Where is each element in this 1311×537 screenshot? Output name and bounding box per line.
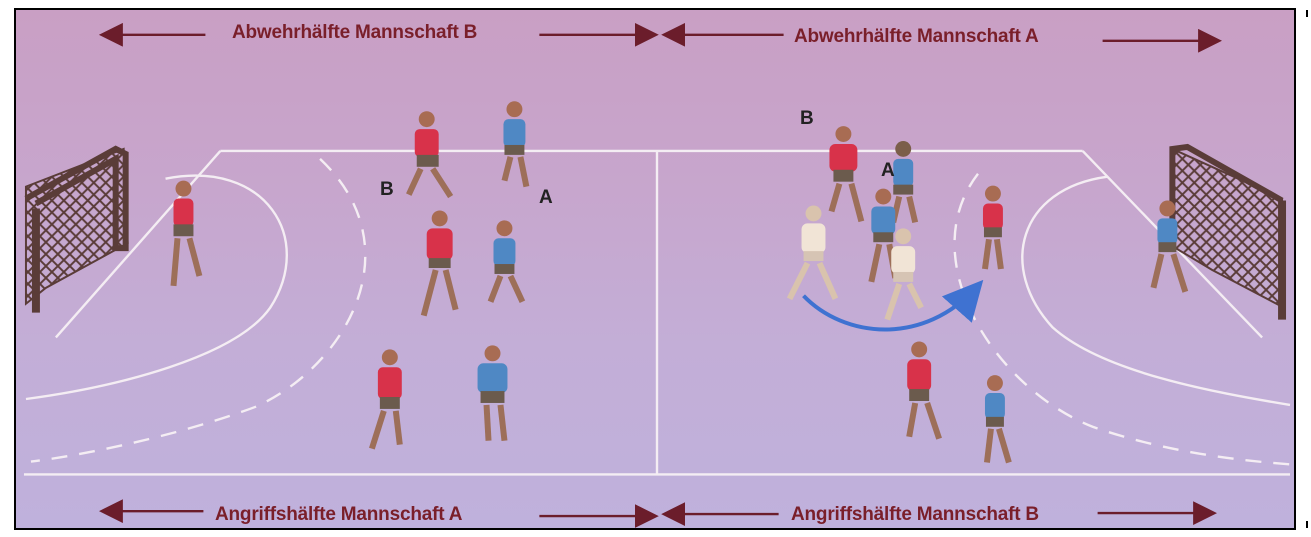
direction-arrows	[104, 35, 1218, 516]
player-blue-top-left	[503, 101, 526, 186]
player-blue-bottom-right	[985, 375, 1009, 462]
player-red-bottom-right	[907, 341, 939, 438]
marker-left-a: A	[539, 187, 553, 209]
bottom-right-edge-tick	[1306, 521, 1308, 528]
label-bottom-left: Angriffshälfte Mannschaft A	[215, 504, 462, 526]
player-white-left	[790, 205, 836, 298]
player-blue-top-right	[893, 141, 915, 222]
court-drawing	[16, 10, 1294, 528]
marker-right-b: B	[800, 108, 814, 130]
handball-court-diagram: Abwehrhälfte Mannschaft B Abwehrhälfte M…	[14, 8, 1296, 530]
players	[174, 101, 1186, 462]
player-red-bottom-left	[372, 349, 402, 448]
player-blue-middle-left	[491, 220, 523, 301]
player-red-right	[983, 186, 1003, 269]
top-right-edge-tick	[1306, 10, 1308, 17]
label-top-right: Abwehrhälfte Mannschaft A	[794, 26, 1039, 48]
player-red-middle-left	[424, 210, 456, 315]
marker-left-b: B	[380, 179, 394, 201]
player-red-top-right	[829, 126, 861, 221]
right-goal	[1172, 147, 1284, 320]
marker-right-a: A	[881, 160, 895, 182]
left-goal	[26, 149, 128, 313]
court-lines	[24, 151, 1292, 475]
player-red-top-left	[409, 111, 451, 196]
label-bottom-right: Angriffshälfte Mannschaft B	[791, 504, 1039, 526]
player-red-left-goalkeeper	[174, 181, 200, 286]
label-top-left: Abwehrhälfte Mannschaft B	[232, 22, 477, 44]
player-blue-bottom-left	[478, 345, 508, 440]
